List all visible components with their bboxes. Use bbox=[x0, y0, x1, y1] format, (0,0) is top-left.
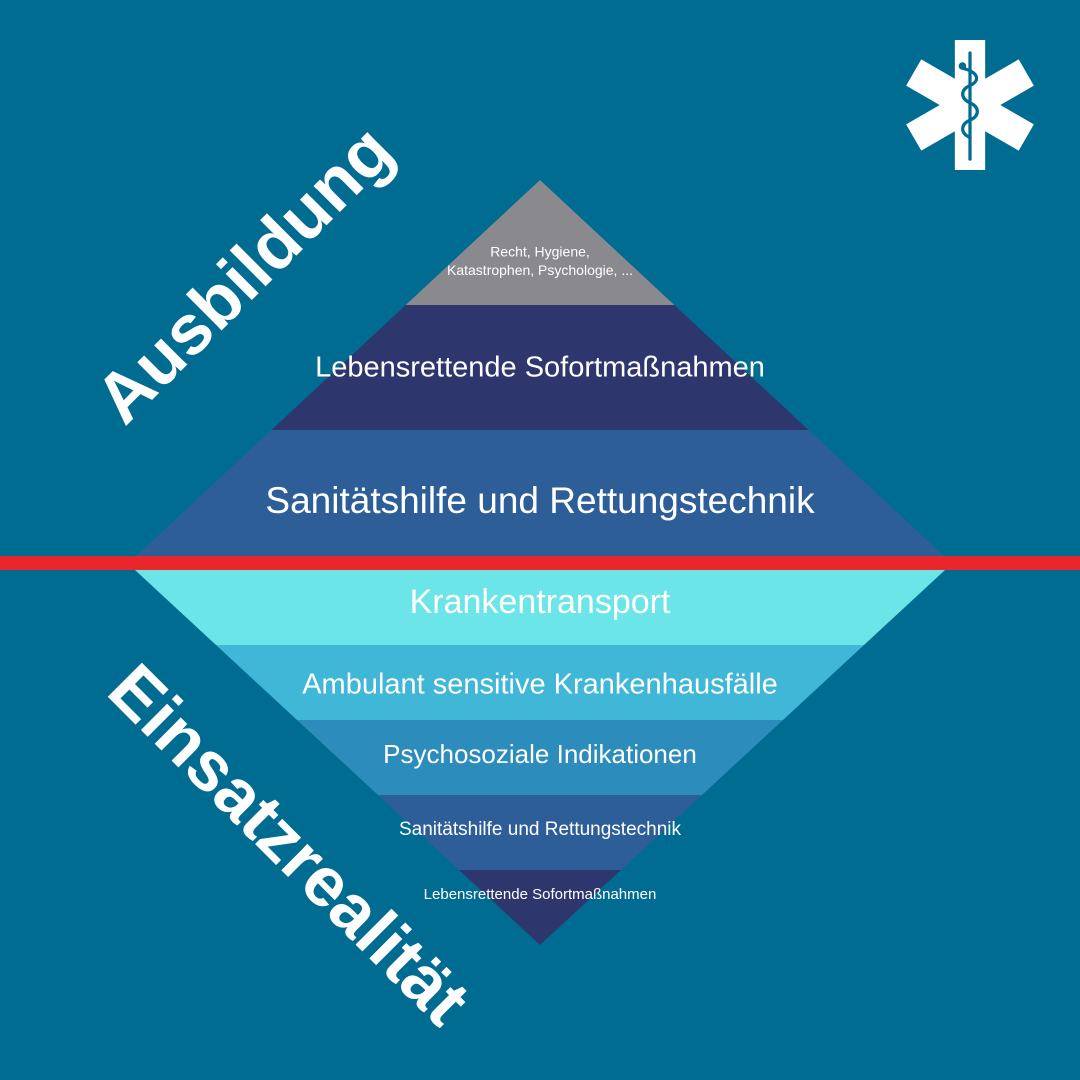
lower-pyramid-label-1: Krankentransport bbox=[410, 583, 671, 621]
upper-pyramid-label-3: Sanitätshilfe und Rettungstechnik bbox=[265, 480, 815, 521]
star-of-life-icon bbox=[906, 40, 1034, 170]
lower-pyramid-band-4 bbox=[378, 795, 702, 870]
lower-pyramid-band-5 bbox=[459, 870, 621, 945]
lower-pyramid-band-2 bbox=[216, 645, 864, 720]
lower-pyramid-label-4: Sanitätshilfe und Rettungstechnik bbox=[399, 819, 682, 840]
lower-pyramid-band-1 bbox=[135, 570, 945, 645]
lower-pyramid-label-3: Psychosoziale Indikationen bbox=[383, 739, 697, 769]
upper-pyramid-band-2 bbox=[271, 305, 809, 430]
upper-pyramid-band-3 bbox=[135, 430, 945, 557]
lower-pyramid-band-3 bbox=[297, 720, 783, 795]
divider-line bbox=[0, 556, 1080, 570]
lower-pyramid-label-2: Ambulant sensitive Krankenhausfälle bbox=[302, 669, 778, 701]
upper-pyramid-label-2: Lebensrettende Sofortmaßnahmen bbox=[315, 352, 765, 384]
lower-pyramid-label-5: Lebensrettende Sofortmaßnahmen bbox=[424, 886, 657, 903]
upper-pyramid-label-1: Recht, Hygiene,Katastrophen, Psychologie… bbox=[447, 243, 633, 278]
upper-pyramid-band-1 bbox=[405, 180, 675, 305]
